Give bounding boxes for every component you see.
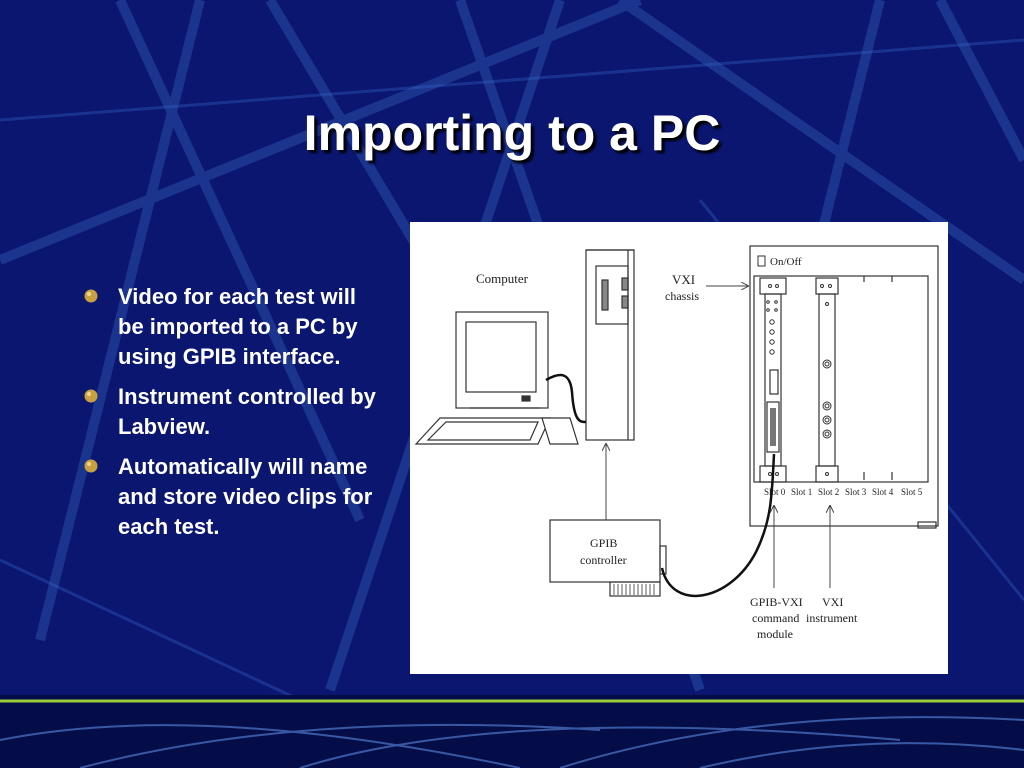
slot-label: Slot 2 [818,487,839,497]
vxi-module-ports [766,284,832,476]
gpib-vxi-label: GPIB-VXI [750,595,803,609]
instrument-label: instrument [806,611,858,625]
onoff-label: On/Off [770,256,802,268]
bullet-icon [84,289,98,303]
vxi-instrument-vxi-label: VXI [822,595,843,609]
computer-label: Computer [476,271,529,286]
gpib-vxi-diagram: Computer [414,245,939,641]
bullet-icon [84,459,98,473]
bullet-item: Automatically will name and store video … [84,452,384,542]
bullet-icon [84,389,98,403]
bullet-item: Instrument controlled by Labview. [84,382,384,442]
bullet-list: Video for each test will be imported to … [84,282,384,552]
slot-label: Slot 1 [791,487,812,497]
slot-label: Slot 0 [764,487,786,497]
gpib-controller-drawing [549,519,667,597]
controller-label: controller [580,553,627,567]
computer-drawing [414,249,635,445]
bullet-text: Video for each test will be imported to … [118,284,358,369]
bullet-item: Video for each test will be imported to … [84,282,384,372]
chassis-label: chassis [665,289,699,303]
power-switch-icon [757,255,766,267]
computer-cable [545,373,587,424]
module-label: module [757,627,793,641]
vxi-label: VXI [672,272,695,287]
slot-label: Slot 4 [872,487,894,497]
gpib-cable [660,453,776,598]
bullet-text: Instrument controlled by Labview. [118,384,376,439]
vxi-chassis-drawing [749,245,939,529]
bullet-text: Automatically will name and store video … [118,454,373,539]
slot-label: Slot 5 [901,487,923,497]
command-label: command [752,611,799,625]
slot-label: Slot 3 [845,487,867,497]
slide-title: Importing to a PC [303,105,721,161]
diagram-panel: Computer [410,222,948,674]
gpib-label: GPIB [590,536,617,550]
